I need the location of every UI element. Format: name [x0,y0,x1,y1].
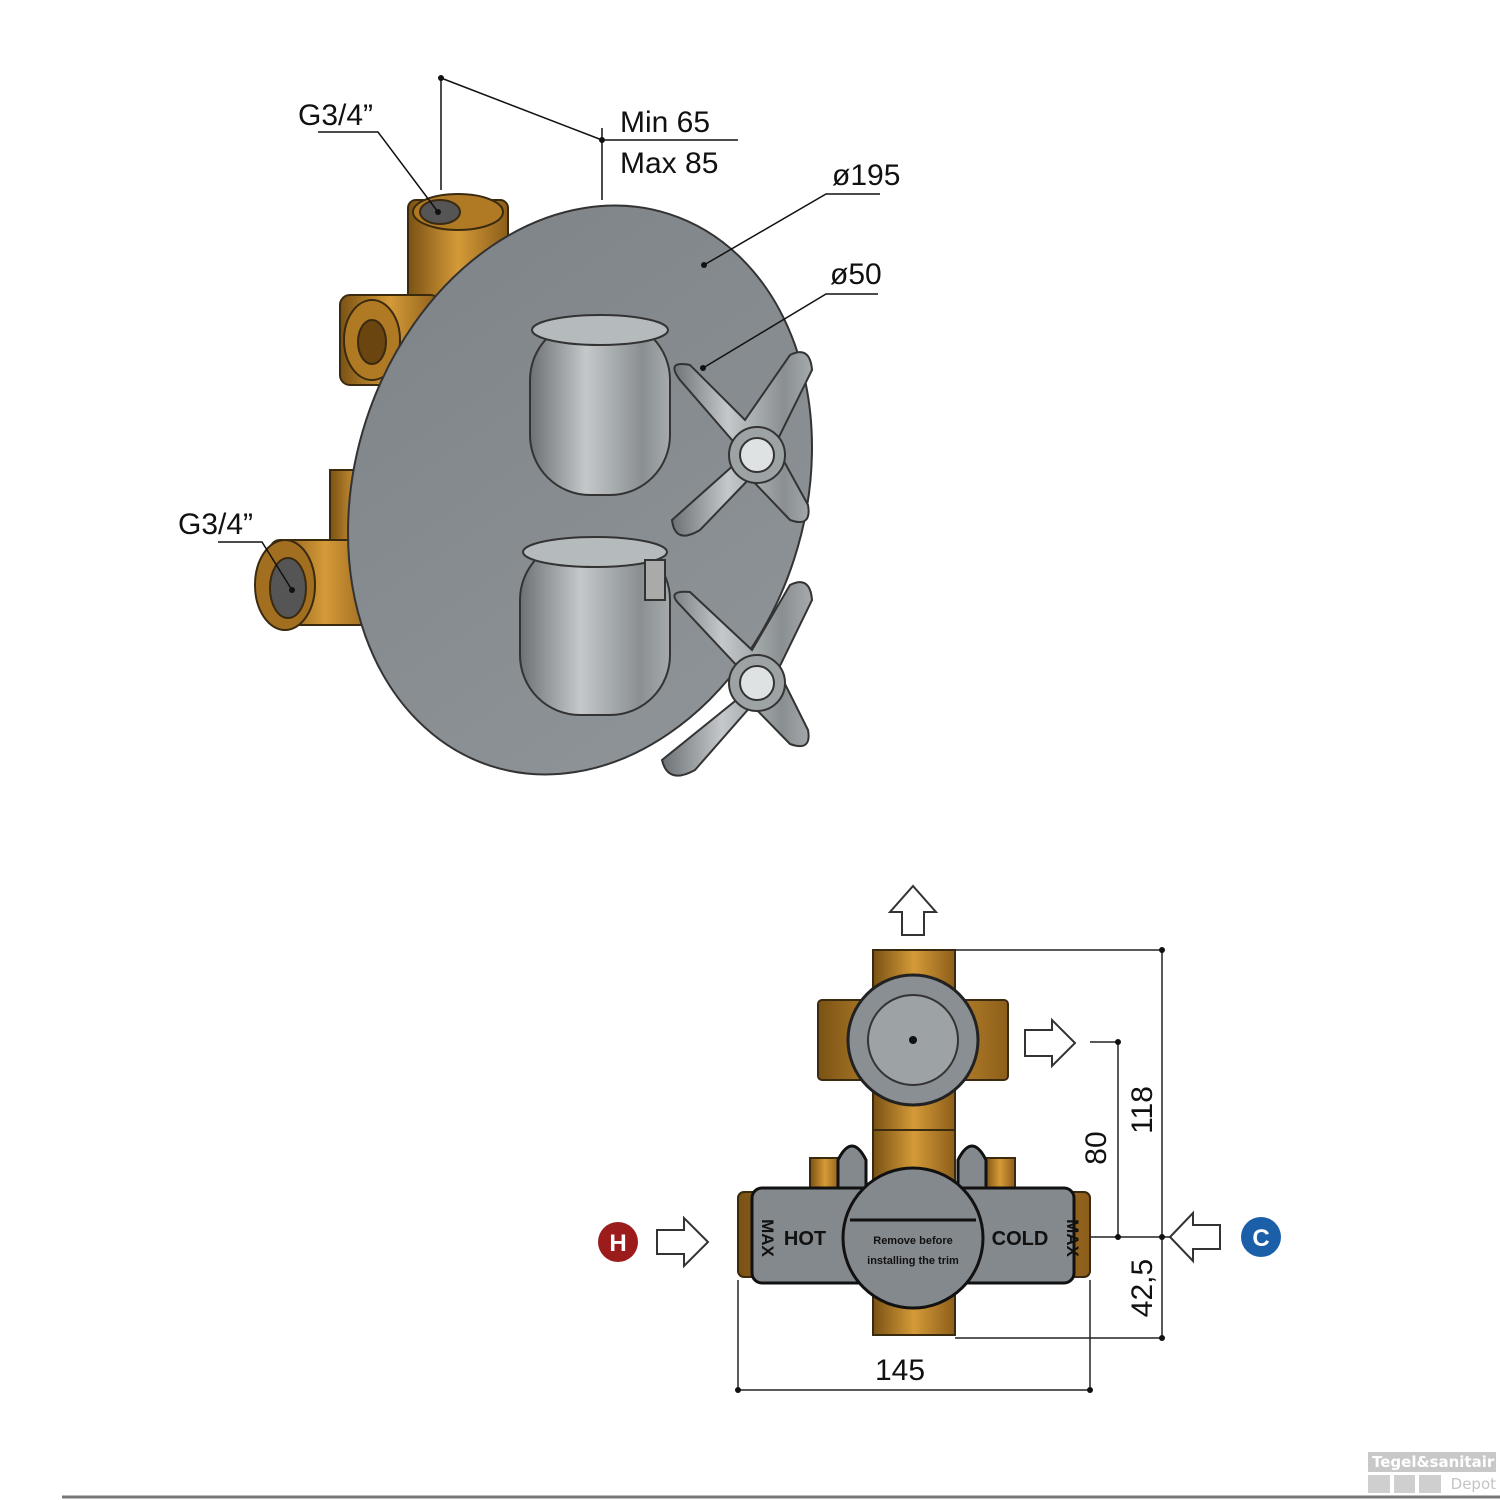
hot-badge-letter: H [609,1230,626,1257]
lower-cross-handle [519,536,814,777]
dimension-lines [737,949,1170,1391]
cold-label: COLD [992,1228,1049,1250]
hot-inlet-arrow-icon [656,1215,710,1269]
brand-logo: Tegel&sanitair Depot [1368,1452,1496,1493]
outlet-right-arrow-icon [1024,1017,1077,1069]
hot-badge [598,1222,638,1262]
valve-3d-view: G3/4” G3/4” Min 65 Max 85 ø195 ø50 [178,75,900,777]
max-right-label: MAX [1063,1219,1082,1257]
inlet-side-label: G3/4” [178,508,253,541]
upper-cross-handle [529,314,814,537]
inlet-top-label: G3/4” [298,99,373,132]
cap-text-line2: installing the trim [867,1255,959,1267]
dim-80: 80 [1080,1131,1113,1164]
hot-label: HOT [784,1228,826,1250]
cold-badge [1241,1217,1281,1257]
dim-118: 118 [1126,1086,1159,1134]
valve-front-view: MAX MAX HOT COLD Remove before installin… [598,884,1281,1393]
leader-lines [218,77,880,591]
cold-inlet-arrow-icon [1168,1210,1221,1264]
depth-max-label: Max 85 [620,147,718,180]
logo-sub: Depot [1450,1475,1496,1493]
outlet-top-arrow-icon [887,884,939,936]
cold-badge-letter: C [1252,1225,1269,1252]
plate-diameter-label: ø195 [832,159,900,192]
depth-min-label: Min 65 [620,106,710,139]
handle-diameter-label: ø50 [830,258,882,291]
dim-42-5: 42,5 [1126,1259,1159,1317]
max-left-label: MAX [758,1219,777,1257]
dim-145: 145 [875,1354,925,1387]
logo-name: Tegel&sanitair [1368,1452,1496,1472]
cap-text-line1: Remove before [873,1235,952,1247]
